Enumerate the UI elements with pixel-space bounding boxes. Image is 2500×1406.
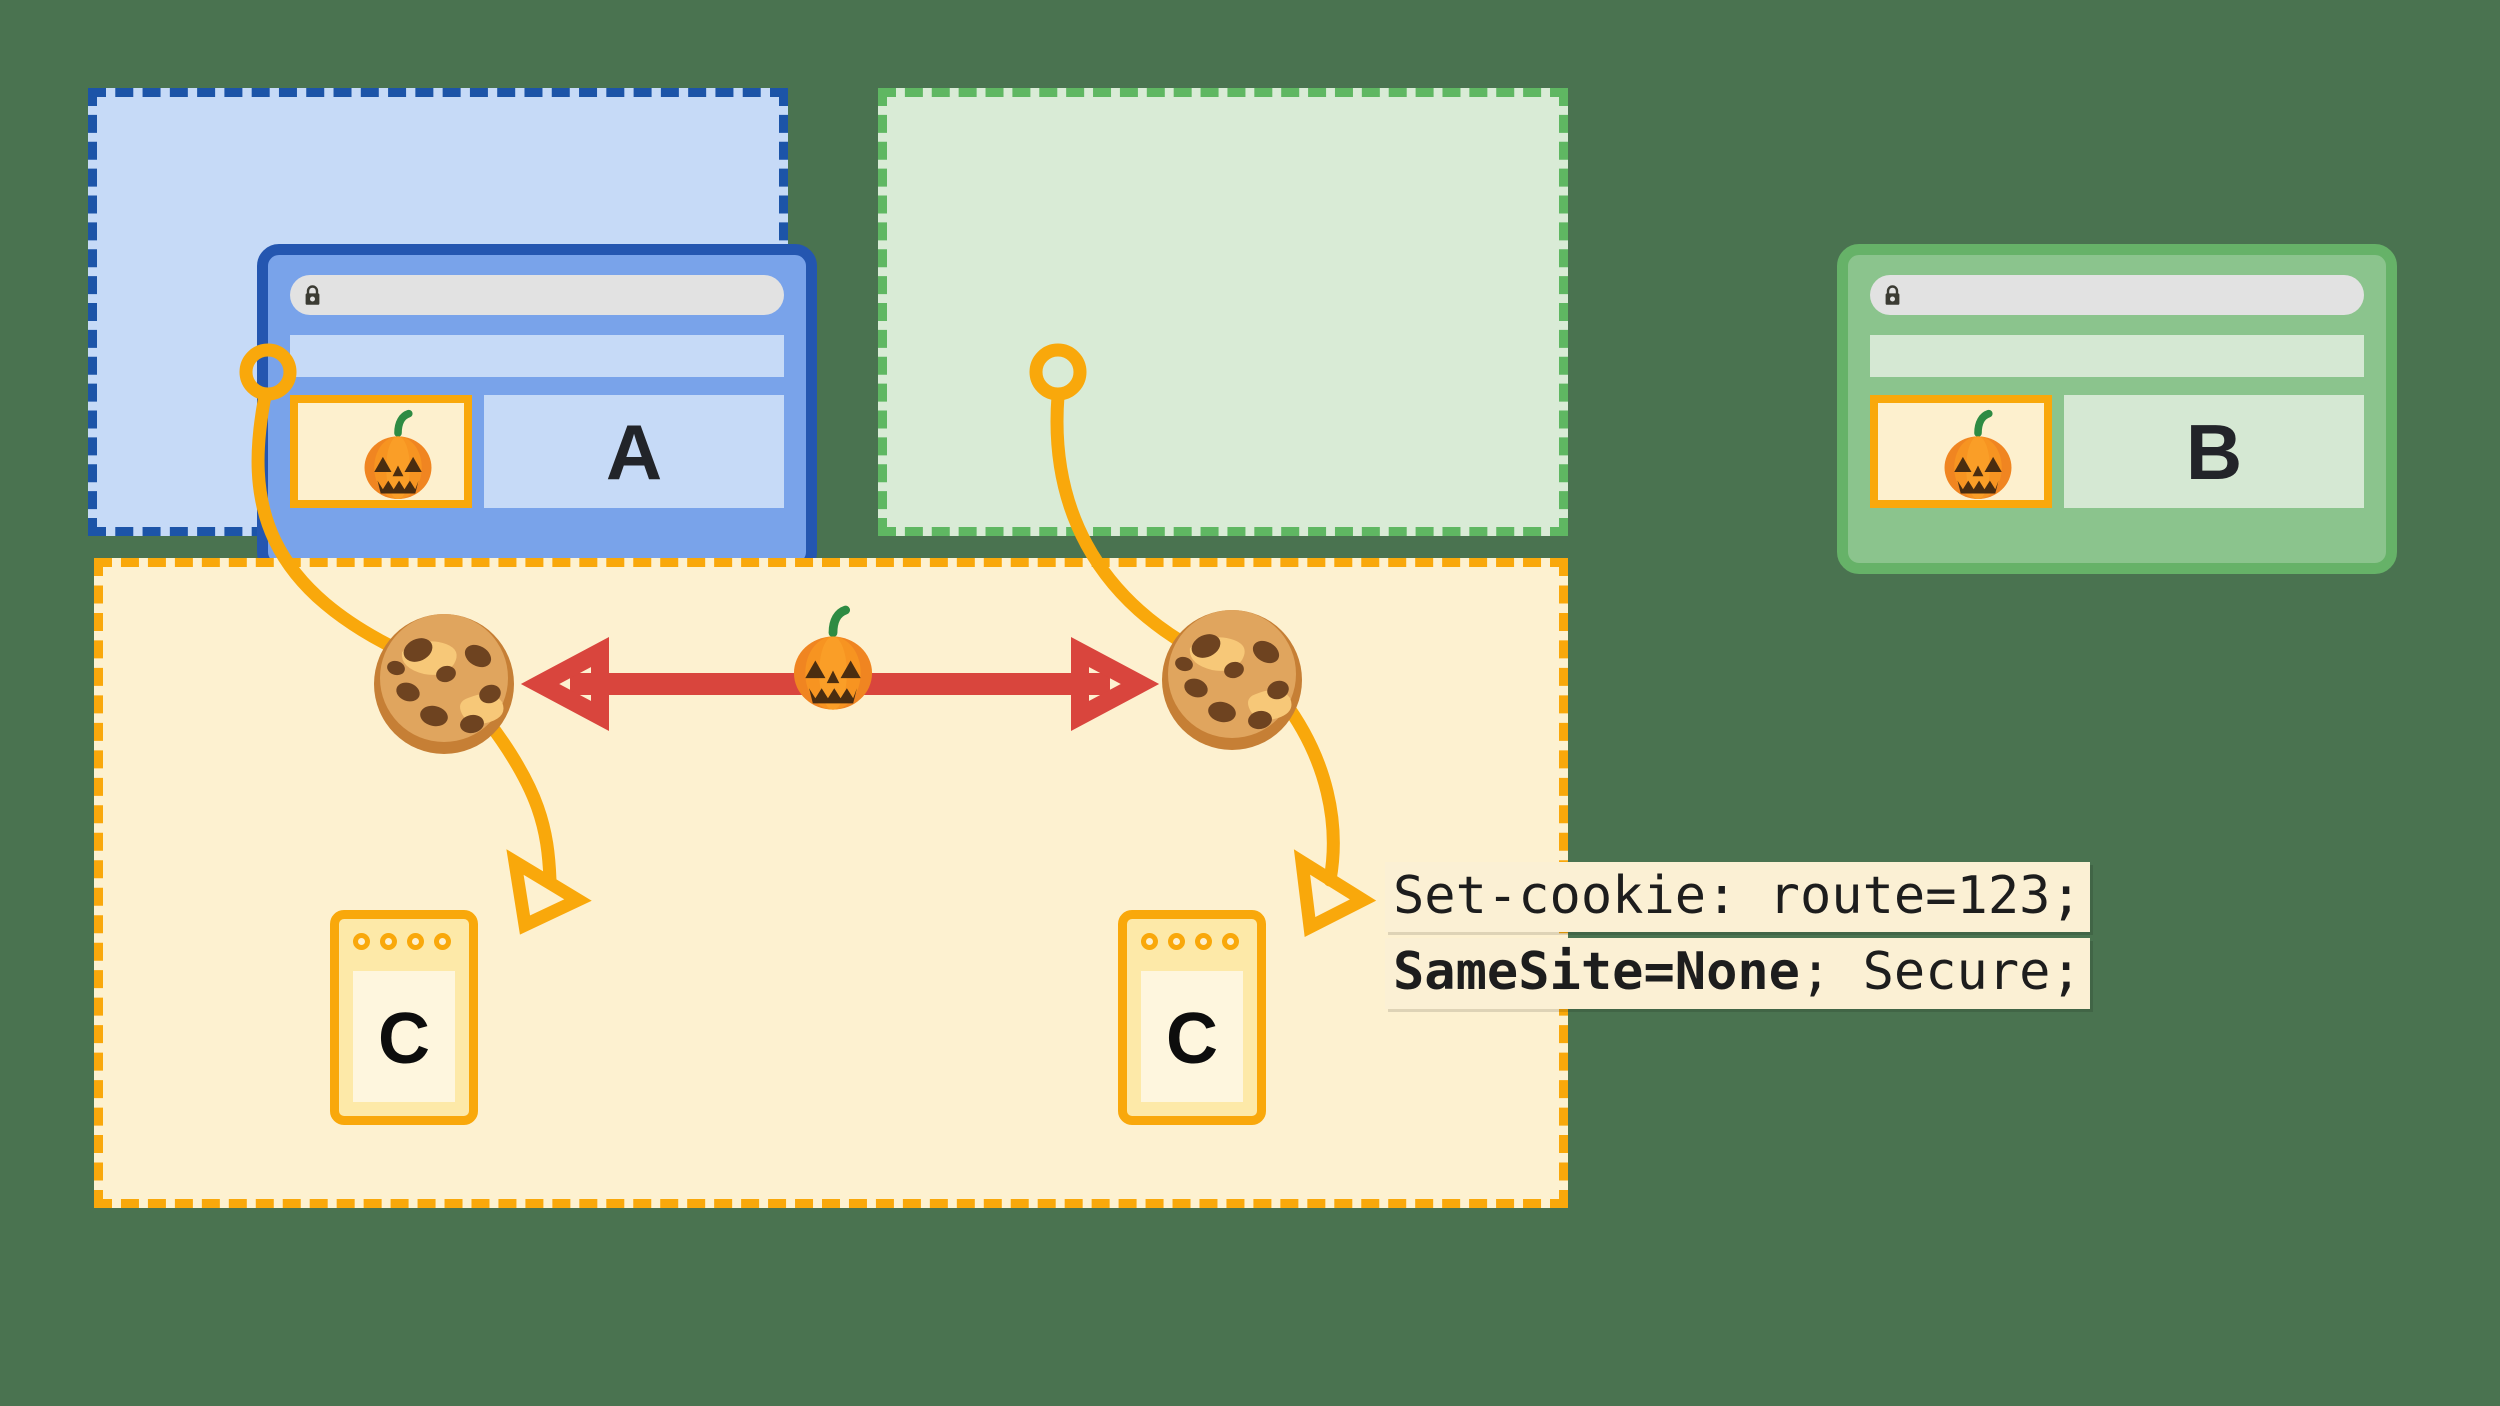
server-window-c-left: C <box>330 910 478 1125</box>
context-box-site-a: A <box>88 88 817 574</box>
titlebar-dot-icon <box>434 933 451 950</box>
content-bar-a <box>290 335 784 377</box>
context-box-site-b: B <box>878 88 2397 574</box>
server-screen-left: C <box>353 971 455 1102</box>
site-letter-a: A <box>484 395 784 508</box>
titlebar-dot-icon <box>1168 933 1185 950</box>
content-bar-b <box>1870 335 2364 377</box>
padlock-icon <box>1885 284 1900 305</box>
browser-window-b: B <box>1837 244 2397 574</box>
titlebar-dot-icon <box>407 933 424 950</box>
titlebar-dot-icon <box>380 933 397 950</box>
browser-window-a: A <box>257 244 817 574</box>
image-panel-b <box>1870 395 2052 508</box>
titlebar-dot-icon <box>1195 933 1212 950</box>
server-titlebar-dots-right <box>1141 933 1239 950</box>
pumpkin-icon <box>364 409 432 499</box>
image-panel-a <box>290 395 472 508</box>
address-bar-a[interactable] <box>290 275 784 315</box>
server-screen-right: C <box>1141 971 1243 1102</box>
server-window-c-right: C <box>1118 910 1266 1125</box>
padlock-icon <box>305 284 320 305</box>
code-line-2: SameSite=None; Secure; <box>1385 938 2090 1009</box>
code-samesite-none: SameSite=None <box>1393 942 1800 1003</box>
titlebar-dot-icon <box>1141 933 1158 950</box>
server-letter-left: C <box>378 998 430 1079</box>
address-bar-b[interactable] <box>1870 275 2364 315</box>
code-line-1: Set-cookie: route=123; <box>1385 862 2090 933</box>
titlebar-dot-icon <box>353 933 370 950</box>
context-box-site-c <box>94 558 1568 1208</box>
code-secure: ; Secure; <box>1800 942 2082 1003</box>
pumpkin-icon <box>1944 409 2012 499</box>
titlebar-dot-icon <box>1222 933 1239 950</box>
site-letter-b: B <box>2064 395 2364 508</box>
server-titlebar-dots-left <box>353 933 451 950</box>
set-cookie-header-label: Set-cookie: route=123; SameSite=None; Se… <box>1385 862 2090 1009</box>
server-letter-right: C <box>1166 998 1218 1079</box>
